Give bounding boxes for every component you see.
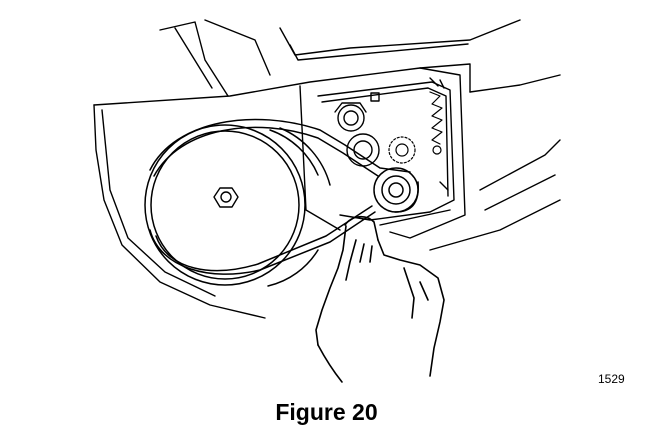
center-nut <box>213 187 239 208</box>
figure-code: 1529 <box>598 372 625 386</box>
spring <box>429 91 443 155</box>
v-belt <box>149 118 419 275</box>
housing-outline <box>93 19 561 319</box>
gear-pulley <box>388 136 416 164</box>
tensioner-plate <box>317 77 455 221</box>
drive-pulley <box>144 124 331 287</box>
upper-idler-pulley <box>334 102 367 132</box>
figure-caption: Figure 20 <box>275 399 378 425</box>
hand-illustration <box>315 215 445 383</box>
tension-pulley <box>373 167 419 213</box>
